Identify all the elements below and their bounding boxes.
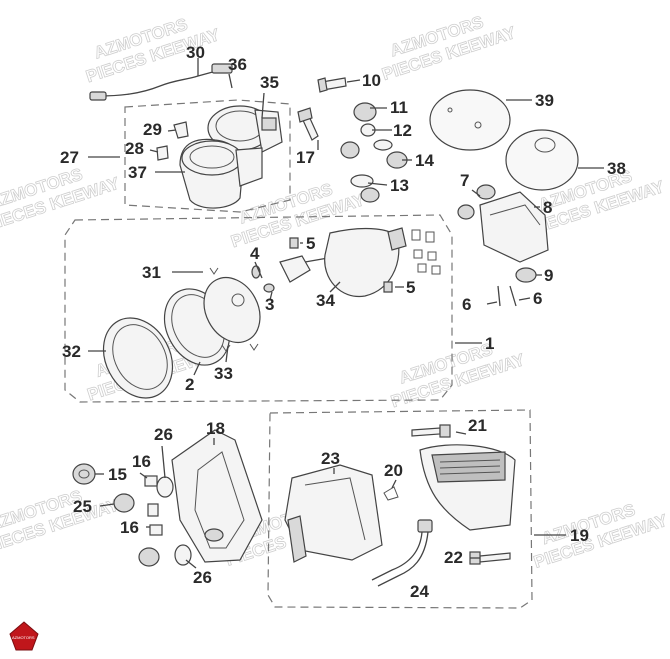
part-number-5: 5 [406,278,415,297]
part-number-16: 16 [120,518,139,537]
part-number-9: 9 [544,266,553,285]
part-number-5: 5 [306,234,315,253]
part-number-25: 25 [73,497,92,516]
part-number-8: 8 [543,198,552,217]
rear-cover-group-outline [267,409,533,609]
part-number-24: 24 [410,582,429,601]
part-number-20: 20 [384,461,403,480]
part-number-7: 7 [460,171,469,190]
part-number-11: 11 [390,98,408,117]
part-number-21: 21 [468,416,487,435]
speedometer-assembly [207,105,283,153]
bulb-sockets [156,121,189,161]
part-number-39: 39 [535,91,554,110]
cover-panel-left [284,464,383,563]
part-number-14: 14 [415,151,434,170]
part-number-6: 6 [533,289,542,308]
part-number-26: 26 [193,568,212,587]
part-number-12: 12 [393,121,412,140]
part-number-29: 29 [143,120,162,139]
headlight-reflector [203,276,261,344]
rubber-grommets [72,463,192,567]
part-number-16: 16 [132,452,151,471]
part-number-1: 1 [485,334,494,353]
part-number-15: 15 [108,465,127,484]
part-number-4: 4 [250,244,260,263]
part-number-13: 13 [390,176,409,195]
part-number-31: 31 [142,263,161,282]
bulb-and-socket [251,255,329,293]
part-number-36: 36 [228,55,247,74]
part-number-18: 18 [206,419,225,438]
part-number-labels: 27 29 28 37 30 36 35 10 11 12 17 14 13 3… [60,43,626,601]
part-number-10: 10 [362,71,381,90]
part-number-33: 33 [214,364,233,383]
hardware-bolts-top [297,77,408,203]
brand-logo-text: AZMOTORS [12,635,35,640]
headlight-housing [324,227,441,298]
part-number-30: 30 [186,43,205,62]
headlight-bracket [457,184,549,307]
leader-lines [88,58,604,569]
part-number-17: 17 [296,148,315,167]
part-number-34: 34 [316,291,335,310]
headlight-group-outline [64,214,453,403]
tachometer-assembly [179,138,263,209]
headlight-rim [102,317,174,399]
part-number-38: 38 [607,159,626,178]
part-number-35: 35 [260,73,279,92]
instrument-group-outline [124,99,291,213]
part-number-6: 6 [462,295,471,314]
part-number-23: 23 [321,449,340,468]
cover-panel-right [419,444,516,531]
part-number-28: 28 [125,139,144,158]
lower-bracket [171,429,263,563]
part-number-37: 37 [128,163,147,182]
part-number-2: 2 [185,375,194,394]
cover-plates [429,89,579,191]
part-number-26: 26 [154,425,173,444]
group-outlines [64,99,533,609]
part-number-3: 3 [265,295,274,314]
brand-logo: AZMOTORS [9,621,39,651]
part-number-22: 22 [444,548,463,567]
small-screws [209,237,393,352]
part-number-27: 27 [60,148,79,167]
speed-cable [89,63,233,101]
wiring-harness [371,486,433,587]
part-number-32: 32 [62,342,81,361]
part-number-19: 19 [570,526,589,545]
